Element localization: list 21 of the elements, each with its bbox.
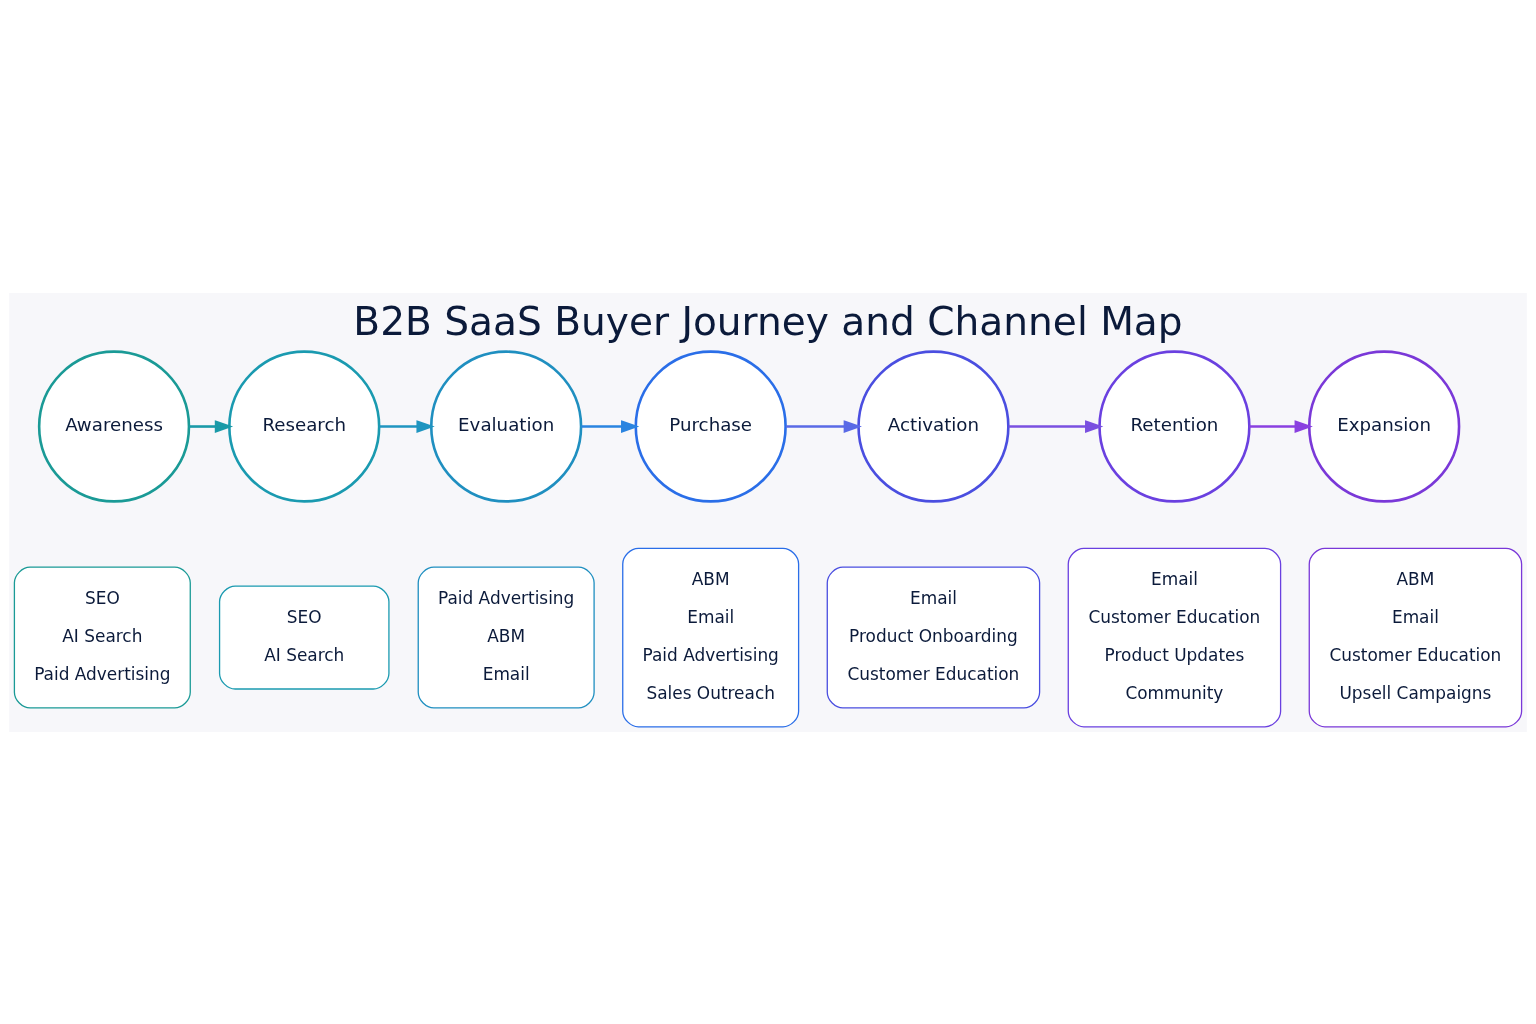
node-box: Email Customer Education Product Updates Community (1067, 547, 1282, 727)
node-circle: Evaluation (429, 349, 583, 503)
node-circle: Expansion (1307, 349, 1461, 503)
node-box: Email Product Onboarding Customer Education (826, 566, 1041, 709)
arrow (1008, 419, 1104, 433)
diagram-title: B2B SaaS Buyer Journey and Channel Map (353, 298, 1183, 344)
node-circle: Activation (857, 349, 1010, 503)
arrow (189, 419, 234, 433)
arrow (581, 419, 640, 433)
arrow (379, 419, 435, 433)
node-circle: Retention (1098, 349, 1251, 503)
node-box: Paid Advertising ABM Email (417, 566, 595, 709)
node-circle: Awareness (37, 349, 191, 503)
arrow (1249, 419, 1313, 433)
node-circle: Purchase (634, 349, 787, 503)
node-box: SEO AI Search (218, 584, 390, 690)
node-box: ABM Email Paid Advertising Sales Outreach (622, 547, 800, 727)
node-circle: Research (228, 349, 381, 503)
arrow (785, 419, 862, 433)
node-box: SEO AI Search Paid Advertising (13, 566, 191, 709)
node-box: ABM Email Customer Education Upsell Campaigns (1308, 547, 1523, 727)
